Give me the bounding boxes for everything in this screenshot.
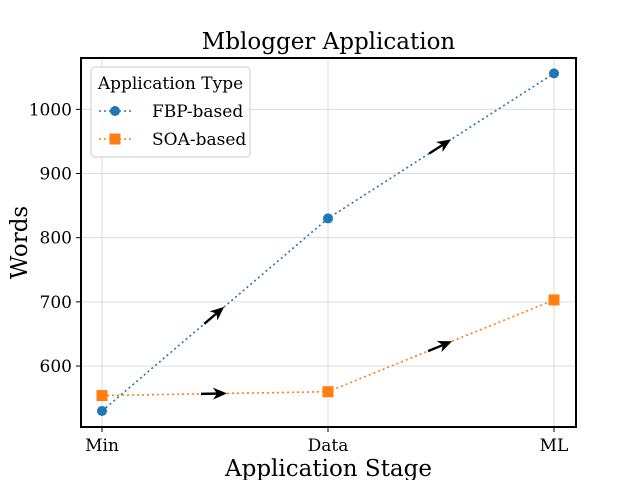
arrow-head <box>212 387 227 400</box>
arrow-shaft <box>203 312 218 325</box>
data-point <box>322 386 334 398</box>
legend-marker <box>109 133 121 145</box>
direction-arrow <box>428 139 452 155</box>
data-point <box>96 390 108 402</box>
direction-arrow <box>200 387 227 400</box>
legend-marker <box>110 106 120 116</box>
arrow-head <box>436 139 452 153</box>
chart-title: Mblogger Application <box>202 29 456 55</box>
y-axis-title: Words <box>7 206 33 279</box>
y-tick-label: 600 <box>40 357 72 377</box>
axes: Min Data ML 600 700 800 900 1000 <box>29 57 577 456</box>
data-point <box>549 68 559 79</box>
legend-label: FBP-based <box>152 102 243 122</box>
legend-box <box>90 66 251 158</box>
y-tick-label: 1000 <box>29 100 72 120</box>
x-axis-title: Application Stage <box>224 456 432 480</box>
x-tick-label: Data <box>308 436 349 456</box>
y-tick-label: 800 <box>40 229 72 249</box>
legend-item: FBP-based <box>99 102 243 122</box>
arrow-head <box>209 306 225 321</box>
legend-title: Application Type <box>97 74 243 94</box>
legend-label: SOA-based <box>152 130 246 150</box>
x-tick-label: ML <box>540 436 569 456</box>
arrow-head <box>436 341 453 353</box>
y-tick-label: 900 <box>40 165 72 185</box>
data-point <box>548 294 560 306</box>
data-point <box>97 405 107 416</box>
arrow-shaft <box>427 343 444 353</box>
direction-arrows <box>200 139 453 400</box>
legend-item: SOA-based <box>99 130 246 150</box>
x-tick-label: Min <box>85 436 119 456</box>
direction-arrow <box>203 306 225 325</box>
y-tick-label: 700 <box>40 293 72 313</box>
direction-arrow <box>427 341 453 353</box>
data-point <box>323 213 333 224</box>
series-layer <box>96 68 560 416</box>
grid <box>81 58 576 427</box>
arrow-shaft <box>428 143 444 155</box>
